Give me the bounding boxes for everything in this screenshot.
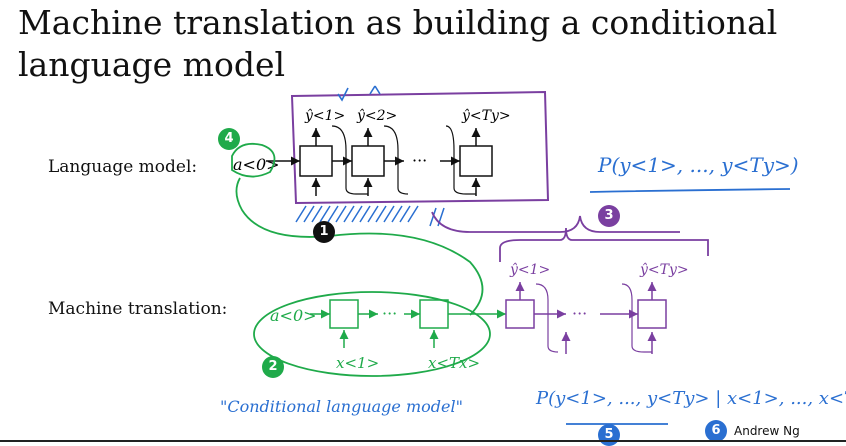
language-model-label: Language model: xyxy=(48,157,198,177)
encoder-input-1: x<1> xyxy=(336,354,379,372)
encoder-ellipsis: ··· xyxy=(382,304,397,323)
decoder-brace xyxy=(499,227,709,262)
decoder-cell xyxy=(637,299,667,329)
lm-output-1: ŷ<1> xyxy=(304,107,345,124)
decoder-output-1: ŷ<1> xyxy=(509,261,550,278)
lm-rnn-cell xyxy=(459,145,493,177)
lm-output-2: ŷ<2> xyxy=(356,107,397,124)
marker-4: 4 xyxy=(218,128,240,150)
marker-3: 3 xyxy=(598,205,620,227)
footer-credit: Andrew Ng xyxy=(734,424,800,438)
encoder-cell xyxy=(419,299,449,329)
language-model-highlight-box xyxy=(290,90,550,205)
marker-5: 5 xyxy=(598,424,620,446)
conditional-probability-annotation: P(y<1>, ..., y<Ty> | x<1>, ..., x<Tx>) xyxy=(535,388,846,409)
decoder-cell xyxy=(505,299,535,329)
lm-a0-label: a<0> xyxy=(233,155,280,174)
slide-title: Machine translation as building a condit… xyxy=(18,3,778,84)
decoder-ellipsis: ··· xyxy=(572,304,587,323)
mt-a0-label: a<0> xyxy=(270,306,317,325)
machine-translation-label: Machine translation: xyxy=(48,299,228,319)
lm-rnn-cell xyxy=(351,145,385,177)
footer-divider xyxy=(0,440,846,442)
lm-probability-annotation: P(y<1>, ..., y<Ty>) xyxy=(589,153,799,193)
lm-rnn-cell xyxy=(299,145,333,177)
marker-1: 1 xyxy=(313,221,335,243)
marker-6: 6 xyxy=(705,420,727,442)
lm-ellipsis: ··· xyxy=(412,151,427,170)
encoder-to-a0-connector xyxy=(235,177,484,316)
check-icon xyxy=(369,85,381,95)
encoder-cell xyxy=(329,299,359,329)
marker-2: 2 xyxy=(262,356,284,378)
conditional-lm-caption: "Conditional language model" xyxy=(220,397,463,416)
machine-translation-rnn: a<0> ··· x<1> x<Tx> ··· ŷ<1> ŷ<Ty> xyxy=(253,261,689,377)
check-icon xyxy=(337,87,349,102)
decoder-output-ty: ŷ<Ty> xyxy=(639,261,689,278)
lm-output-ty: ŷ<Ty> xyxy=(461,107,511,124)
lm-a0-highlight xyxy=(231,142,276,178)
lm-to-decoder-brace xyxy=(431,211,680,233)
svg-text:P(y<1>, ..., y<Ty>): P(y<1>, ..., y<Ty>) xyxy=(597,153,799,177)
encoder-highlight xyxy=(253,291,491,377)
language-model-rnn: a<0> ··· ŷ<1> ŷ<2> ŷ<Ty> xyxy=(233,85,550,227)
